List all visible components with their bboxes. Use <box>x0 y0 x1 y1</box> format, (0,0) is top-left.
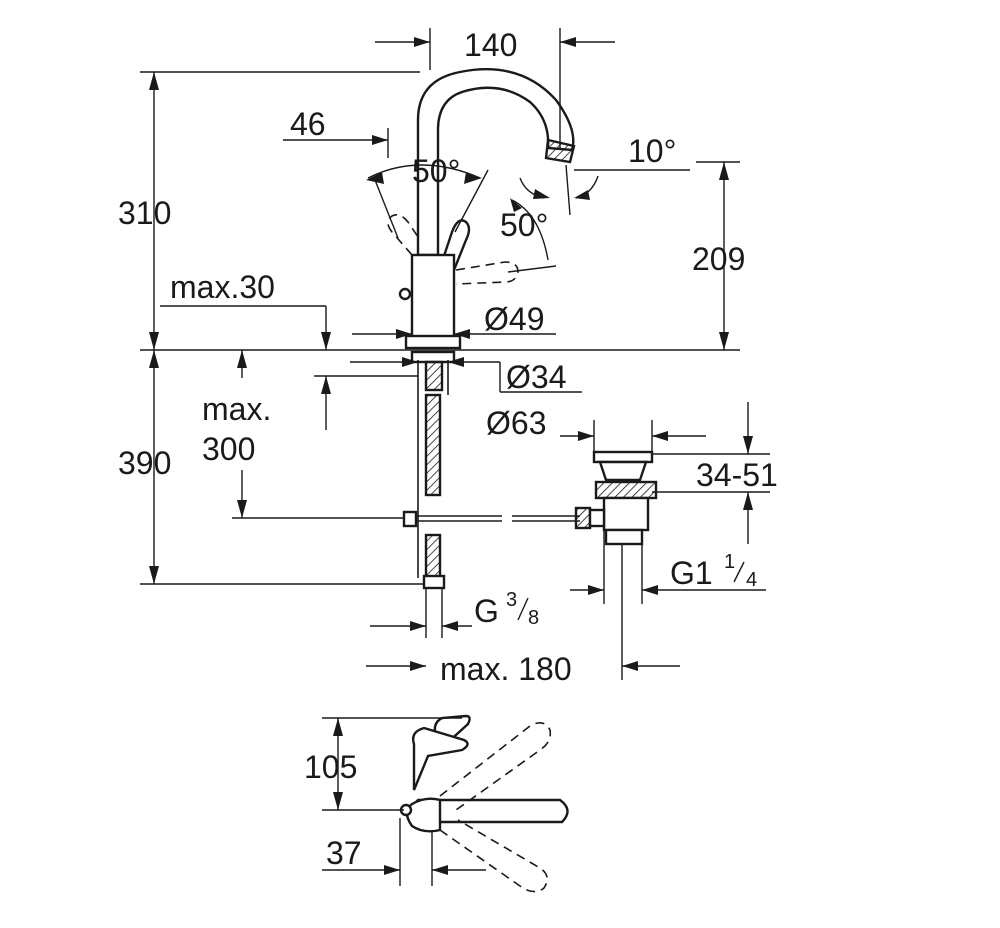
top-alt-spout-down <box>439 819 548 893</box>
waste-body <box>598 460 648 482</box>
dimensions-side <box>140 28 770 680</box>
lever-alt-right <box>455 261 519 285</box>
label-max-30: max.30 <box>170 269 275 305</box>
rod-pivot-body <box>588 508 606 528</box>
label-dia-34: Ø34 <box>506 359 566 395</box>
dimension-labels: 140 46 50° 10° 50° 310 209 max.30 Ø49 Ø3… <box>118 27 778 871</box>
valve-collar <box>404 334 462 350</box>
label-dia-49: Ø49 <box>484 301 544 337</box>
label-g-frac-den: 8 <box>528 607 539 629</box>
flex-hose-lower <box>424 533 442 579</box>
label-310: 310 <box>118 195 171 231</box>
label-angle-10: 10° <box>628 133 676 169</box>
flex-hose-upper <box>424 393 442 497</box>
aerator-tip <box>544 138 576 164</box>
popup-waste <box>574 450 658 546</box>
label-34-51: 34-51 <box>696 457 778 493</box>
label-g1-frac-num: 1 <box>724 551 735 573</box>
label-105: 105 <box>304 749 357 785</box>
valve-body <box>410 253 456 347</box>
label-209: 209 <box>692 241 745 277</box>
hose-connector <box>422 574 446 590</box>
threaded-shank <box>424 360 444 392</box>
label-g1: G1 <box>670 555 713 591</box>
temperature-knob <box>398 287 412 301</box>
label-max: max. <box>202 391 271 427</box>
label-300: 300 <box>202 431 255 467</box>
label-angle-50-top: 50° <box>412 153 460 189</box>
waste-tail <box>604 528 644 546</box>
top-body <box>411 726 469 791</box>
label-g1-frac-den: 4 <box>746 569 757 591</box>
top-alt-spout-up <box>439 722 552 811</box>
lever-alt-left <box>387 214 421 256</box>
top-spout-ring <box>405 797 442 833</box>
label-g: G <box>474 593 499 629</box>
faucet-top-view <box>322 714 569 893</box>
rod-clip <box>402 510 418 528</box>
rod-pivot-nut <box>574 506 592 530</box>
label-dia-63: Ø63 <box>486 405 546 441</box>
label-390: 390 <box>118 445 171 481</box>
waste-thread <box>602 496 650 532</box>
label-angle-50-right: 50° <box>500 207 548 243</box>
label-46: 46 <box>290 106 326 142</box>
label-max-180: max. 180 <box>440 651 572 687</box>
label-37: 37 <box>326 835 362 871</box>
faucet-side-view <box>387 68 580 590</box>
label-g-frac-num: 3 <box>506 589 517 611</box>
label-140: 140 <box>464 27 517 63</box>
waste-nut <box>594 480 658 500</box>
waste-flange <box>592 450 654 464</box>
